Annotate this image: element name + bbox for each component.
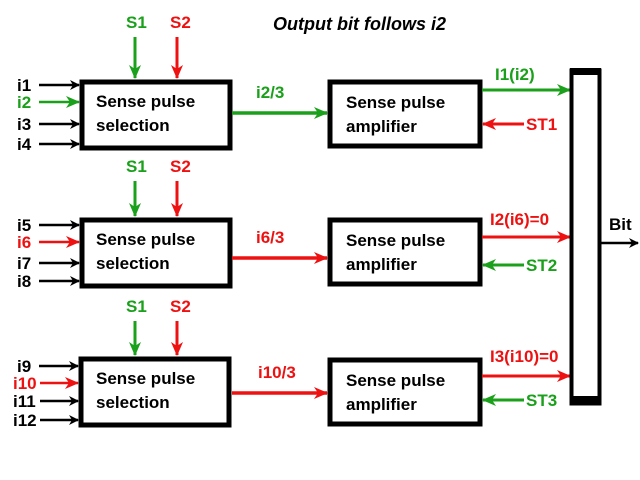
sense-pulse-amplifier-box [327,79,483,149]
combiner-bottom-cap [570,396,601,405]
s2-label: S2 [170,13,191,32]
input-label: i5 [17,216,31,235]
output-current-label: I3(i10)=0 [490,347,559,366]
selection-label-line1: Sense pulse [96,230,195,249]
s2-label: S2 [170,157,191,176]
sense-pulse-selection-box [78,356,232,428]
selection-label-line2: selection [96,393,170,412]
sense-pulse-selection-box [79,79,233,151]
s1-label: S1 [126,157,147,176]
s1-label: S1 [126,13,147,32]
amplifier-label-line1: Sense pulse [346,231,445,250]
mid-signal-label: i6/3 [256,228,284,247]
output-current-label: I1(i2) [495,65,535,84]
amplifier-label-line2: amplifier [346,117,417,136]
bit-output-label: Bit [609,215,632,234]
selection-label-line1: Sense pulse [96,369,195,388]
input-label: i8 [17,272,31,291]
input-label: i2 [17,93,31,112]
strobe-label: ST2 [526,256,557,275]
strobe-label: ST1 [526,115,557,134]
combiner-frame [569,68,602,406]
input-label: i10 [13,374,37,393]
mid-signal-label: i2/3 [256,83,284,102]
input-label: i9 [17,357,31,376]
input-label: i4 [17,135,32,154]
input-label: i7 [17,254,31,273]
input-label: i6 [17,233,31,252]
sense-pulse-amplifier-box [327,357,483,427]
input-label: i3 [17,115,31,134]
input-label: i12 [13,411,37,430]
amplifier-label-line2: amplifier [346,395,417,414]
s1-label: S1 [126,297,147,316]
sense-pulse-amplifier-box [327,217,483,287]
mid-signal-label: i10/3 [258,363,296,382]
s2-label: S2 [170,297,191,316]
diagram-title: Output bit follows i2 [273,14,446,34]
amplifier-label-line2: amplifier [346,255,417,274]
input-label: i11 [13,392,36,411]
combiner-bar [569,68,602,406]
strobe-label: ST3 [526,391,557,410]
combiner-top-cap [570,68,601,75]
selection-label-line2: selection [96,116,170,135]
output-current-label: I2(i6)=0 [490,210,549,229]
sense-pulse-selection-box [79,217,233,289]
amplifier-label-line1: Sense pulse [346,371,445,390]
selection-label-line2: selection [96,254,170,273]
input-label: i1 [17,76,31,95]
amplifier-label-line1: Sense pulse [346,93,445,112]
selection-label-line1: Sense pulse [96,92,195,111]
